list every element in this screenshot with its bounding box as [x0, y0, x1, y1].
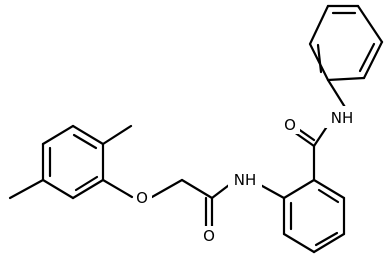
methyl-left — [8, 178, 45, 200]
benzamide-ring — [282, 178, 346, 254]
atom-amide-nitrogen: NH — [234, 171, 257, 189]
phenyl-ring — [308, 4, 384, 82]
dimethylphenyl-ring — [41, 124, 105, 200]
atom-carbonyl-oxygen: O — [284, 116, 296, 134]
atom-anilide-nitrogen: NH — [331, 109, 354, 127]
bond-ether-ring — [101, 178, 134, 199]
atom-ether-oxygen: O — [136, 189, 148, 207]
atom-amide-oxygen: O — [203, 227, 215, 245]
bond-ch2-ether — [150, 178, 184, 199]
methyl-top — [101, 124, 133, 146]
amide-carbonyl-bond — [204, 196, 214, 228]
bond-carbonyl-ch2 — [180, 178, 214, 200]
